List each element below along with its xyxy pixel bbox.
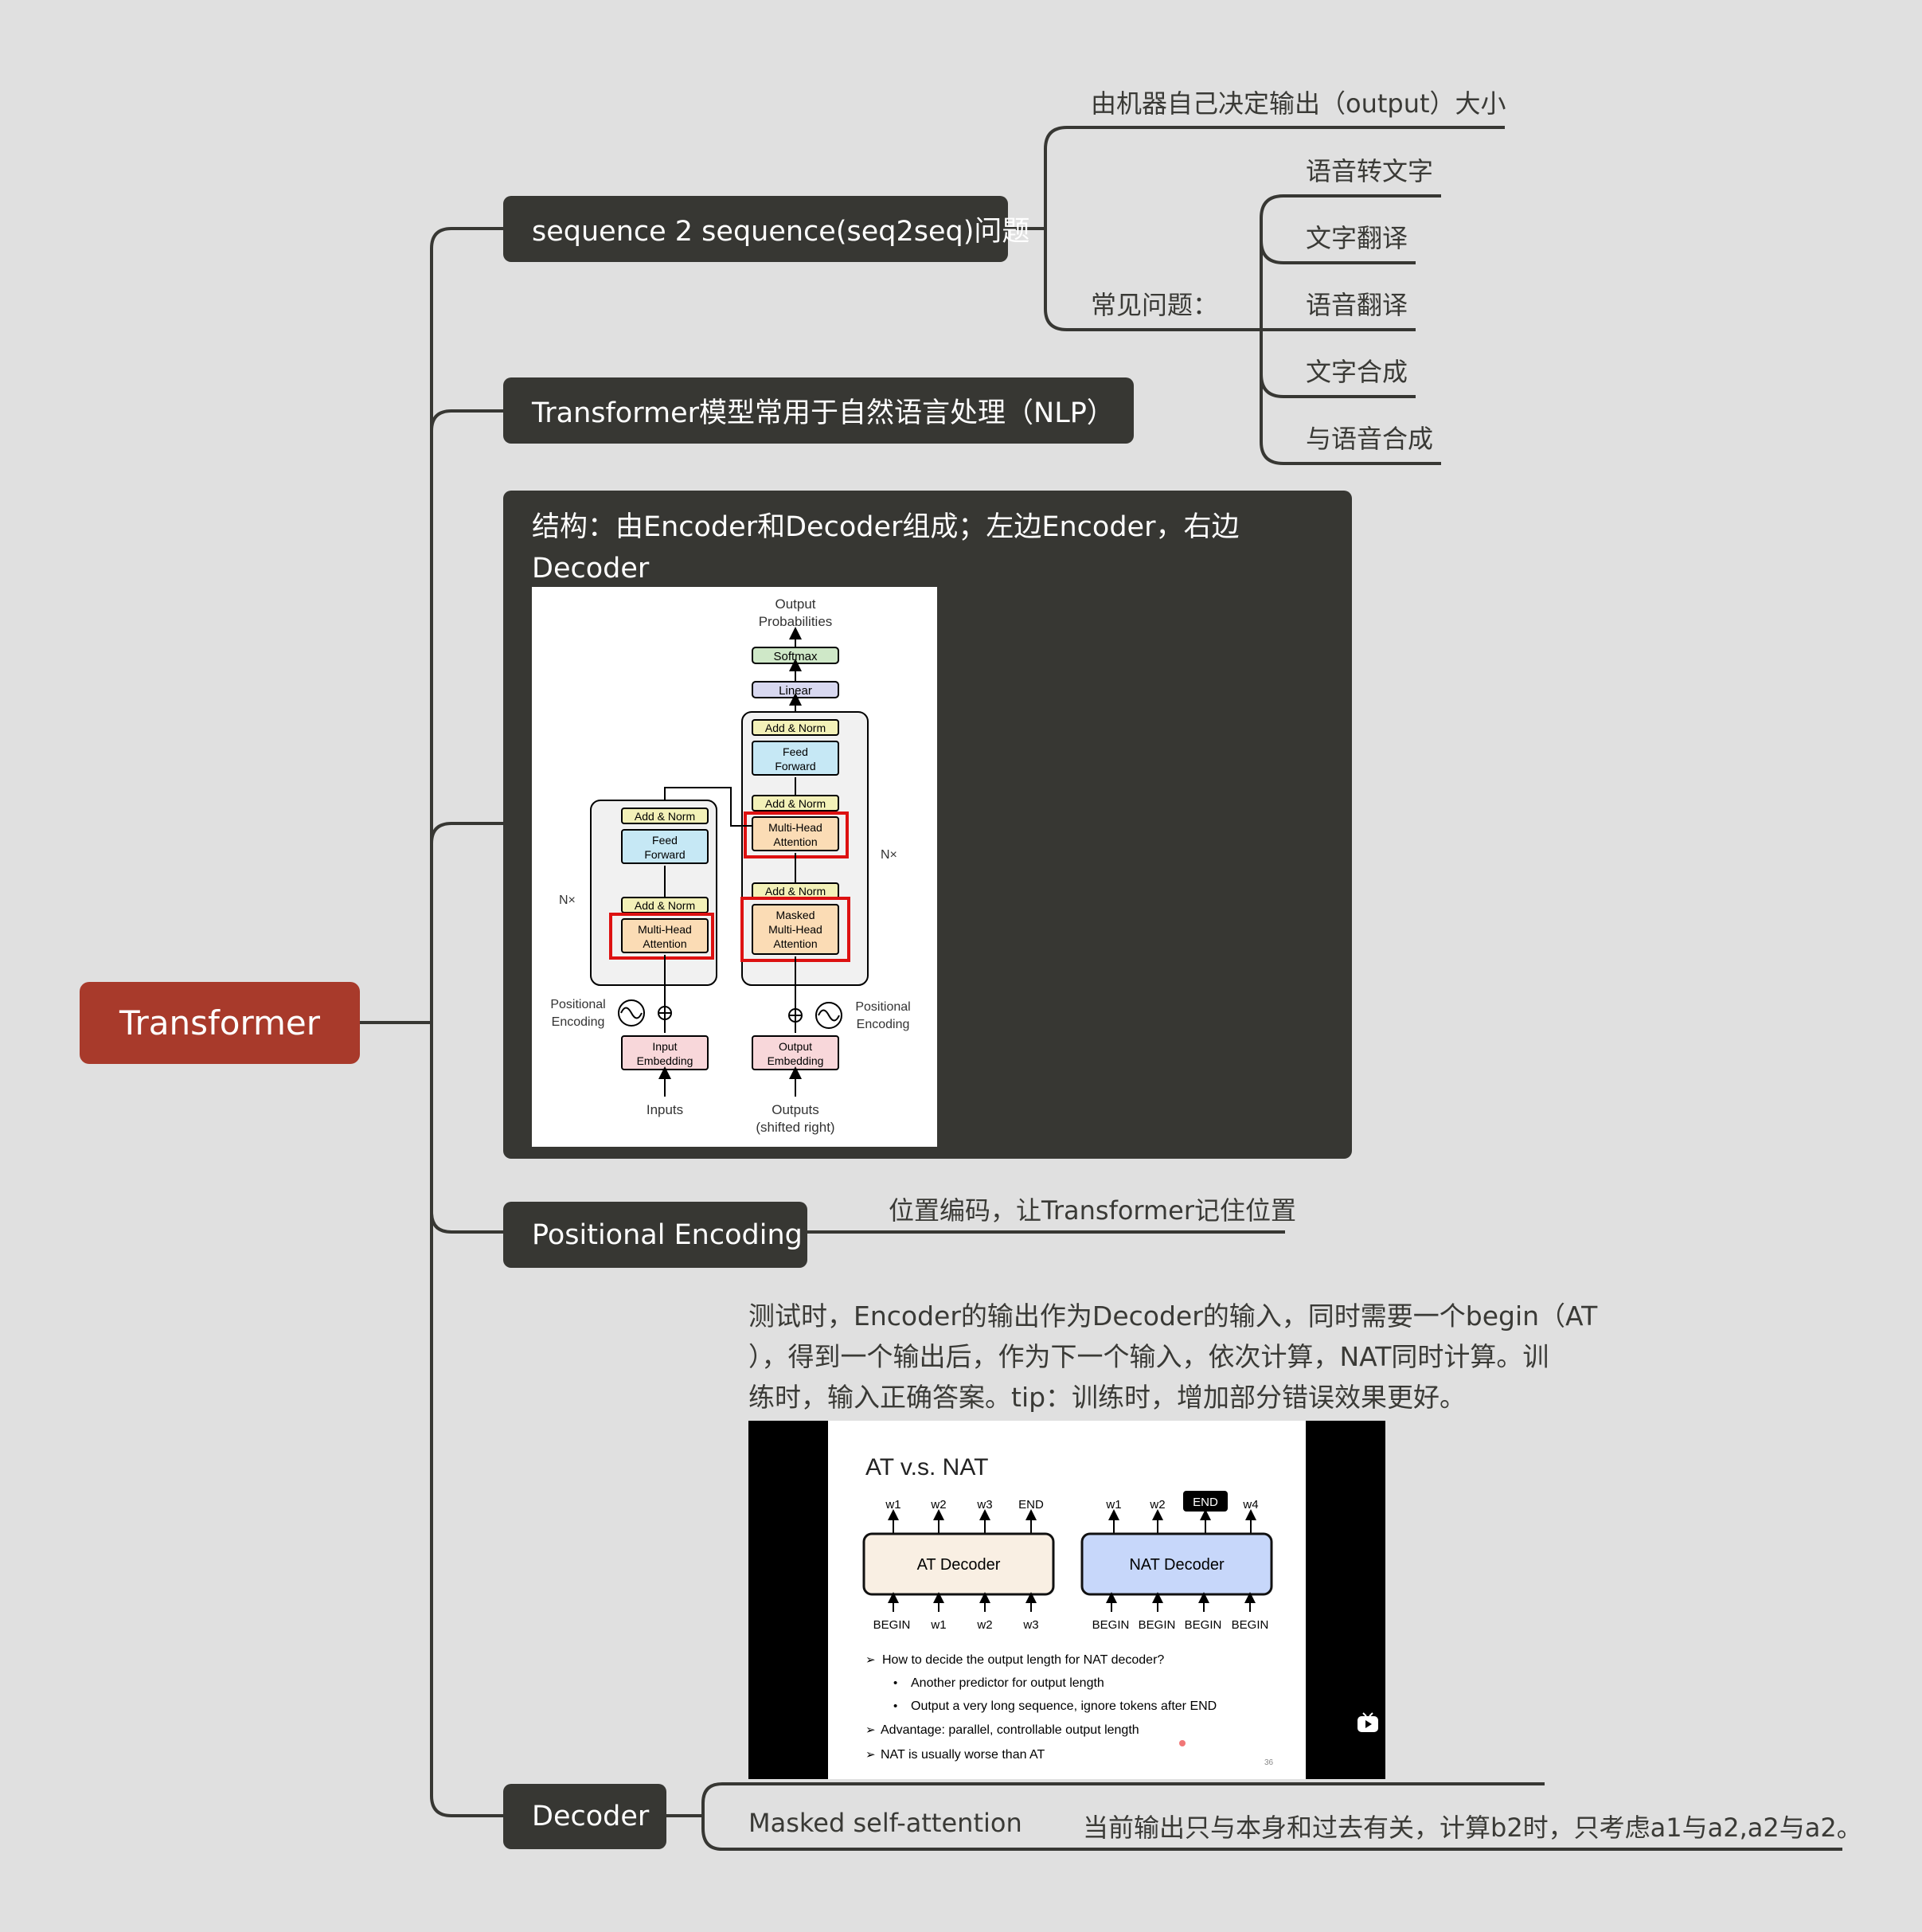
at-out-1: w1	[885, 1498, 900, 1512]
slide-bullet-5: NAT is usually worse than AT	[881, 1748, 1045, 1762]
fig-enc-posenc-1: Positional	[550, 998, 605, 1011]
at-out-4: END	[1018, 1498, 1044, 1512]
root-node[interactable]: Transformer	[80, 982, 360, 1064]
bullet-arrow-1: ➢	[865, 1653, 876, 1667]
fig-dec-mha-1: Multi-Head	[768, 821, 822, 834]
nat-out-3: END	[1193, 1496, 1218, 1509]
fig-dec-ff-1: Feed	[783, 745, 808, 758]
decoder-note[interactable]: 测试时，Encoder的输出作为Decoder的输入，同时需要一个begin（A…	[748, 1296, 1598, 1418]
branch-decoder-label: Decoder	[532, 1801, 650, 1832]
slide-page-number: 36	[1264, 1758, 1274, 1767]
fig-dec-addnorm-3: Add & Norm	[765, 722, 826, 734]
fig-dec-addnorm-2: Add & Norm	[765, 797, 826, 810]
at-in-3: w2	[976, 1618, 992, 1632]
fig-dec-ff-2: Forward	[775, 760, 815, 772]
nat-in-3: BEGIN	[1185, 1618, 1222, 1632]
decoder-note-line3: 练时，输入正确答案。tip：训练时，增加部分错误效果更好。	[748, 1382, 1467, 1413]
branch-decoder[interactable]: Decoder	[503, 1784, 666, 1849]
fig-enc-mha-2: Attention	[643, 937, 686, 950]
branch-positional-encoding[interactable]: Positional Encoding	[503, 1202, 807, 1268]
branch-seq2seq[interactable]: sequence 2 sequence(seq2seq)问题	[503, 196, 1029, 262]
nat-in-1: BEGIN	[1092, 1618, 1130, 1632]
fig-enc-mha-1: Multi-Head	[638, 923, 692, 936]
slide-title: AT v.s. NAT	[865, 1454, 988, 1480]
fig-dec-masked-3: Attention	[773, 937, 817, 950]
fig-input-emb-2: Embedding	[637, 1054, 693, 1067]
root-label: Transformer	[119, 1003, 321, 1042]
at-in-2: w1	[930, 1618, 946, 1632]
masked-self-attention[interactable]: Masked self-attention	[748, 1808, 1022, 1838]
decoder-note-line1: 测试时，Encoder的输出作为Decoder的输入，同时需要一个begin（A…	[748, 1300, 1598, 1332]
nat-in-4: BEGIN	[1232, 1618, 1269, 1632]
at-out-2: w2	[930, 1498, 946, 1512]
fig-outputs-1: Outputs	[772, 1102, 819, 1117]
fig-enc-ff-2: Forward	[644, 848, 685, 861]
fig-linear: Linear	[779, 684, 812, 698]
fig-dec-addnorm-1: Add & Norm	[765, 885, 826, 898]
nat-out-4: w4	[1242, 1498, 1258, 1512]
bullet-dot-3: •	[893, 1699, 897, 1713]
fig-enc-addnorm-1: Add & Norm	[635, 899, 695, 912]
at-nat-slide: AT v.s. NAT w1 w2 w3 END AT Decoder BEGI…	[748, 1421, 1385, 1779]
fig-output-emb-1: Output	[779, 1040, 812, 1053]
branch-positional-label: Positional Encoding	[532, 1218, 803, 1251]
fig-dec-nx: N×	[881, 848, 897, 862]
common-item-4[interactable]: 文字合成	[1306, 357, 1408, 387]
bullet-arrow-4: ➢	[865, 1723, 876, 1737]
fig-enc-nx: N×	[559, 894, 576, 907]
fig-enc-addnorm-2: Add & Norm	[635, 810, 695, 823]
fig-inputs: Inputs	[647, 1102, 683, 1117]
fig-outputs-2: (shifted right)	[756, 1120, 834, 1135]
fig-enc-ff-1: Feed	[652, 834, 678, 847]
positional-detail[interactable]: 位置编码，让Transformer记住位置	[889, 1195, 1297, 1226]
at-in-4: w3	[1022, 1618, 1038, 1632]
fig-output-prob-1: Output	[775, 596, 815, 612]
nat-decoder-label: NAT Decoder	[1129, 1556, 1225, 1574]
slide-bullet-4: Advantage: parallel, controllable output…	[881, 1723, 1139, 1737]
nat-in-2: BEGIN	[1139, 1618, 1176, 1632]
common-item-3[interactable]: 语音翻译	[1306, 290, 1408, 320]
common-item-2[interactable]: 文字翻译	[1306, 223, 1408, 253]
fig-dec-masked-2: Multi-Head	[768, 923, 822, 936]
slide-content: AT v.s. NAT w1 w2 w3 END AT Decoder BEGI…	[828, 1421, 1306, 1779]
decoder-note-line2: ），得到一个输出后，作为下一个输入，依次计算，NAT同时计算。训	[748, 1341, 1549, 1372]
fig-softmax: Softmax	[773, 650, 818, 663]
fig-output-prob-2: Probabilities	[759, 614, 833, 629]
fig-output-emb-2: Embedding	[768, 1054, 824, 1067]
fig-input-emb-1: Input	[652, 1040, 677, 1053]
fig-enc-posenc-2: Encoding	[552, 1015, 605, 1029]
fig-dec-mha-2: Attention	[773, 835, 817, 848]
common-problems-label[interactable]: 常见问题：	[1091, 290, 1219, 320]
bullet-dot-2: •	[893, 1676, 897, 1690]
slide-bullet-3: Output a very long sequence, ignore toke…	[911, 1699, 1217, 1713]
fig-dec-posenc-2: Encoding	[857, 1018, 910, 1031]
masked-self-attention-detail[interactable]: 当前输出只与本身和过去有关，计算b2时，只考虑a1与a2,a2与a2。	[1083, 1813, 1862, 1843]
slide-bullet-2: Another predictor for output length	[911, 1676, 1104, 1690]
at-decoder-label: AT Decoder	[917, 1556, 1001, 1574]
nat-out-2: w2	[1149, 1498, 1165, 1512]
transformer-architecture-svg: Output Probabilities Softmax Linear Add …	[550, 596, 910, 1135]
video-icon[interactable]	[1357, 1712, 1379, 1733]
slide-bullet-1: How to decide the output length for NAT …	[882, 1653, 1164, 1667]
seq2seq-detail[interactable]: 由机器自己决定输出（output）大小	[1091, 88, 1506, 119]
at-in-1: BEGIN	[873, 1618, 911, 1632]
branch-seq2seq-label: sequence 2 sequence(seq2seq)问题	[532, 216, 1030, 248]
nat-out-1: w1	[1105, 1498, 1121, 1512]
slide-svg: AT v.s. NAT w1 w2 w3 END AT Decoder BEGI…	[862, 1454, 1274, 1767]
fig-dec-posenc-1: Positional	[855, 1000, 910, 1014]
at-out-3: w3	[976, 1498, 992, 1512]
branch-nlp[interactable]: Transformer模型常用于自然语言处理（NLP）	[503, 377, 1134, 444]
common-item-1[interactable]: 语音转文字	[1306, 156, 1434, 186]
fig-dec-masked-1: Masked	[775, 909, 815, 921]
branch-nlp-label: Transformer模型常用于自然语言处理（NLP）	[532, 397, 1115, 429]
structure-label-line1: 结构：由Encoder和Decoder组成；左边Encoder，右边Decode…	[532, 511, 1240, 585]
common-item-5[interactable]: 与语音合成	[1306, 424, 1434, 454]
transformer-architecture-figure: Output Probabilities Softmax Linear Add …	[532, 587, 937, 1147]
bullet-arrow-5: ➢	[865, 1748, 876, 1762]
